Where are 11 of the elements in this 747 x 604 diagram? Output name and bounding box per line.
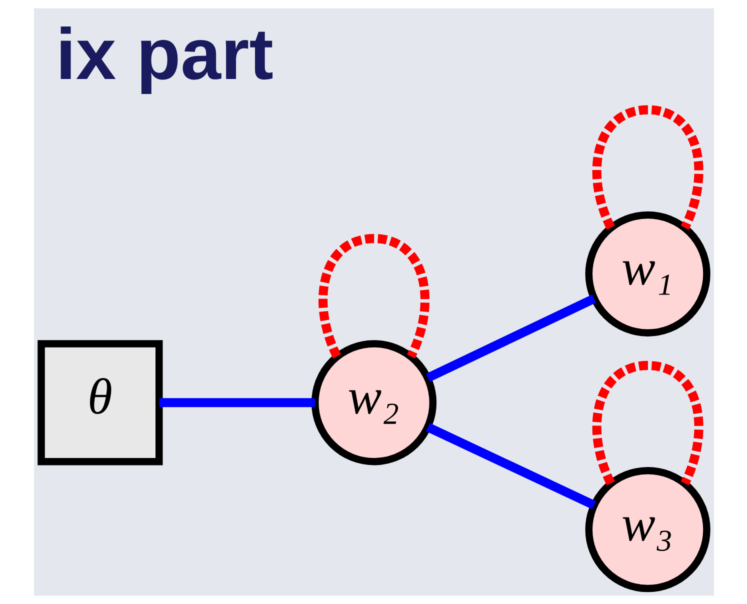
- node-circle: w₃: [584, 467, 710, 592]
- connector: [592, 360, 703, 486]
- node-circle: w₂: [310, 340, 436, 466]
- connector: [425, 423, 596, 510]
- connector: [318, 234, 429, 358]
- connector: [592, 105, 703, 230]
- connector: [158, 398, 314, 408]
- node-box: θ: [37, 340, 162, 466]
- node-circle: w₁: [584, 211, 710, 336]
- diagram-title: ix part: [55, 14, 273, 95]
- connector: [425, 294, 596, 382]
